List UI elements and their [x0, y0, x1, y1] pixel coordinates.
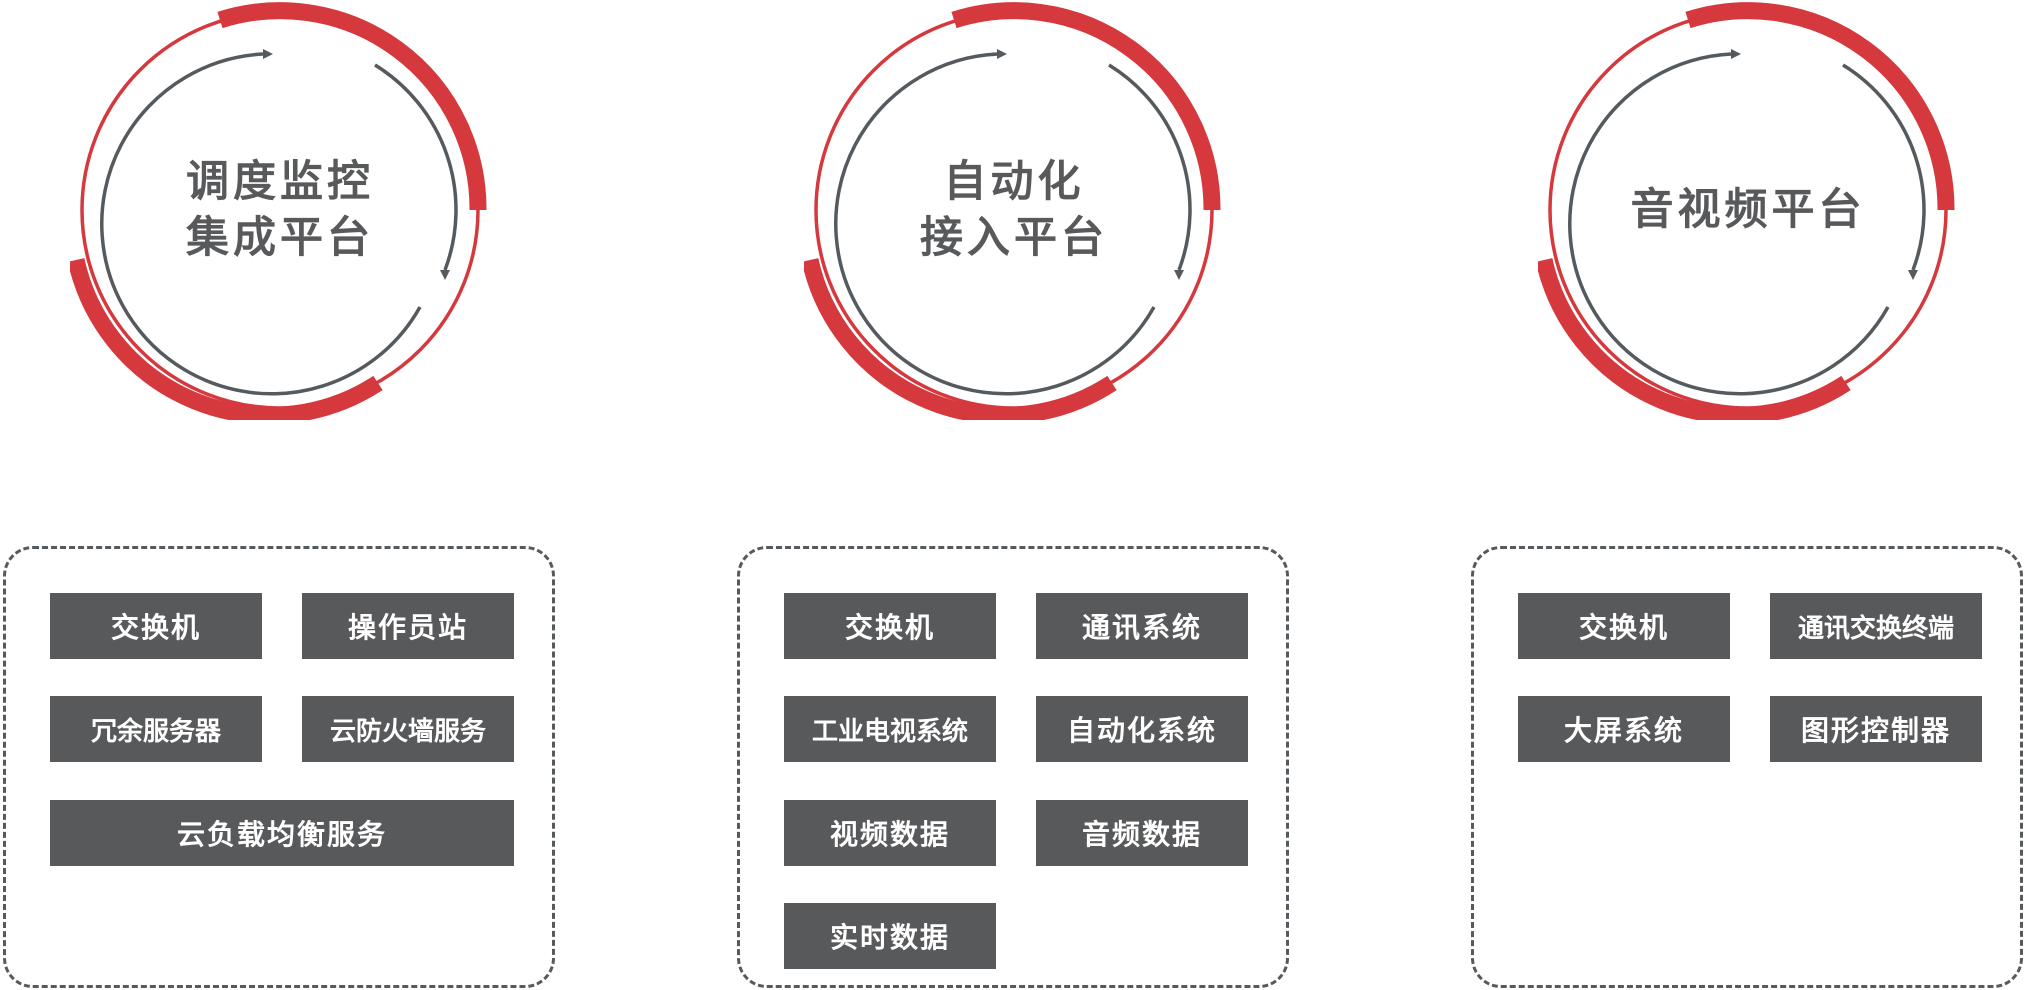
platform-audio-video: 音视频平台 交换机 通讯交换终端 大屏系统 图形控制器 — [1468, 0, 2025, 990]
cycle-ring-icon — [804, 2, 1221, 420]
component-tag: 大屏系统 — [1518, 696, 1730, 762]
platform-title: 自动化 接入平台 — [804, 0, 1224, 420]
platform-title-line: 集成平台 — [186, 213, 374, 263]
platform-title-line: 自动化 — [943, 157, 1085, 207]
component-tag: 通讯系统 — [1036, 593, 1248, 659]
component-tag: 云负载均衡服务 — [50, 800, 514, 866]
platform-title-line: 音视频平台 — [1630, 185, 1866, 235]
platform-title: 音视频平台 — [1538, 0, 1958, 420]
component-group: 交换机 通讯交换终端 大屏系统 图形控制器 — [1471, 546, 2023, 988]
component-tag: 工业电视系统 — [784, 696, 996, 762]
component-tag: 自动化系统 — [1036, 696, 1248, 762]
component-tag: 交换机 — [784, 593, 996, 659]
component-group: 交换机 通讯系统 工业电视系统 自动化系统 视频数据 音频数据 实时数据 — [737, 546, 1289, 988]
component-tag: 通讯交换终端 — [1770, 593, 1982, 659]
component-tag: 音频数据 — [1036, 800, 1248, 866]
cycle-ring-icon — [1538, 2, 1955, 420]
component-tag: 视频数据 — [784, 800, 996, 866]
component-tag: 操作员站 — [302, 593, 514, 659]
component-tag: 实时数据 — [784, 903, 996, 969]
platform-title-line: 调度监控 — [186, 157, 374, 207]
platform-title-line: 接入平台 — [920, 213, 1108, 263]
component-tag: 交换机 — [50, 593, 262, 659]
component-tag: 交换机 — [1518, 593, 1730, 659]
component-group: 交换机 操作员站 冗余服务器 云防火墙服务 云负载均衡服务 — [3, 546, 555, 988]
platform-title: 调度监控 集成平台 — [70, 0, 490, 420]
component-tag: 图形控制器 — [1770, 696, 1982, 762]
component-tag: 冗余服务器 — [50, 696, 262, 762]
platform-dispatch-monitoring: 调度监控 集成平台 交换机 操作员站 冗余服务器 云防火墙服务 云负载均衡服务 — [0, 0, 560, 990]
platform-automation-access: 自动化 接入平台 交换机 通讯系统 工业电视系统 自动化系统 视频数据 音频数据… — [734, 0, 1294, 990]
component-tag: 云防火墙服务 — [302, 696, 514, 762]
cycle-ring-icon — [70, 2, 487, 420]
